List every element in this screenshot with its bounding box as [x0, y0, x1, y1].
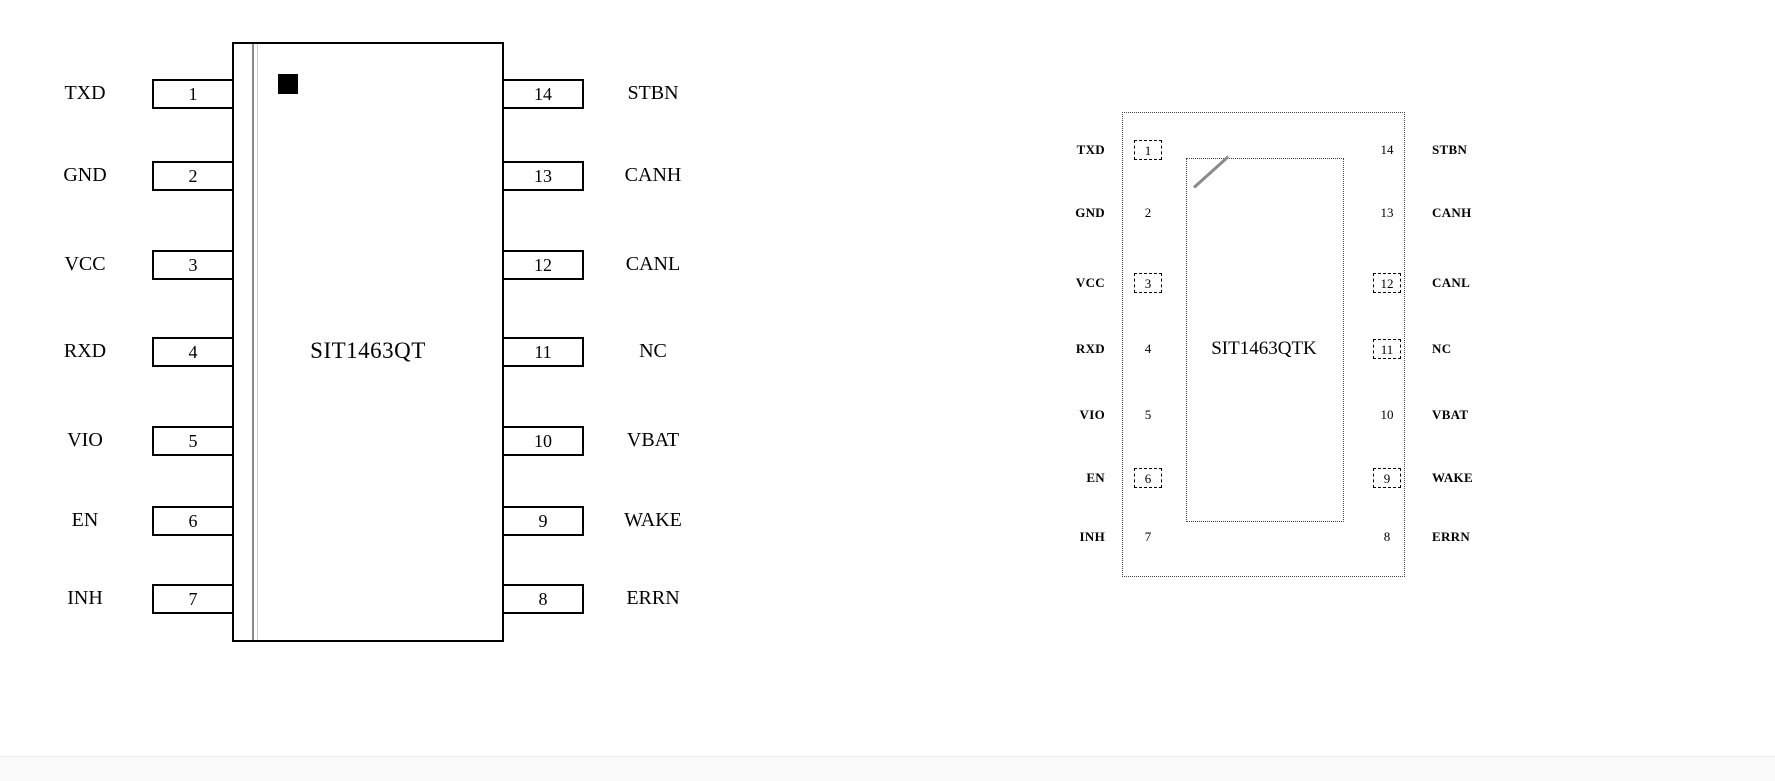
qtk-pin-2: 2: [1144, 205, 1152, 220]
pin-box-11: 11: [502, 337, 584, 367]
qtk-pin-label-rxd: RXD: [1075, 341, 1105, 356]
pin-label-nc: NC: [639, 340, 667, 362]
qtk-pin-1: 1: [1134, 140, 1162, 160]
pin-box-7: 7: [152, 584, 234, 614]
pin-label-vbat: VBAT: [626, 429, 680, 451]
pin-label-en: EN: [71, 509, 99, 531]
qtk-pin-label-vcc: VCC: [1075, 275, 1105, 290]
qtk-pin-label-vbat: VBAT: [1432, 407, 1469, 422]
pin-label-gnd: GND: [63, 164, 107, 186]
pin-box-1: 1: [152, 79, 234, 109]
sit1463qt-package-body: SIT1463QT: [232, 42, 504, 642]
pin-label-stbn: STBN: [627, 82, 679, 104]
qtk-pin-4: 4: [1144, 341, 1152, 356]
pin-label-txd: TXD: [64, 82, 106, 104]
qtk-pin-label-vio: VIO: [1079, 407, 1105, 422]
pin-box-10: 10: [502, 426, 584, 456]
qtk-pin-3: 3: [1134, 273, 1162, 293]
pin-box-2: 2: [152, 161, 234, 191]
qtk-pin-label-canl: CANL: [1432, 275, 1471, 290]
sit1463qtk-exposed-pad: [1186, 158, 1344, 522]
qtk-pin-9: 9: [1373, 468, 1401, 488]
pin-box-13: 13: [502, 161, 584, 191]
qtk-pin-label-txd: TXD: [1076, 142, 1105, 157]
pin-label-inh: INH: [67, 587, 103, 609]
pin-box-9: 9: [502, 506, 584, 536]
pin-box-5: 5: [152, 426, 234, 456]
pin-label-vcc: VCC: [64, 253, 106, 275]
pin-box-14: 14: [502, 79, 584, 109]
pin-box-8: 8: [502, 584, 584, 614]
footer-strip: [0, 756, 1775, 781]
qtk-pin-10: 10: [1380, 407, 1394, 422]
qtk-pin-label-nc: NC: [1432, 341, 1452, 356]
pin1-marker: [278, 74, 298, 94]
sit1463qtk-title: SIT1463QTK: [1211, 338, 1317, 359]
qtk-pin-12: 12: [1373, 273, 1401, 293]
pin-box-3: 3: [152, 250, 234, 280]
pin-label-canh: CANH: [624, 164, 682, 186]
pin-label-rxd: RXD: [63, 340, 107, 362]
pin-label-canl: CANL: [625, 253, 681, 275]
pin-label-vio: VIO: [67, 429, 103, 451]
qtk-pin-13: 13: [1380, 205, 1394, 220]
qtk-pin-label-gnd: GND: [1075, 205, 1105, 220]
qtk-pin-label-canh: CANH: [1432, 205, 1472, 220]
qtk-pin-label-wake: WAKE: [1432, 470, 1473, 485]
pin-box-12: 12: [502, 250, 584, 280]
sit1463qt-title: SIT1463QT: [310, 338, 426, 363]
qtk-pin-label-inh: INH: [1079, 529, 1105, 544]
qtk-pin-label-en: EN: [1086, 470, 1105, 485]
qtk-pin-5: 5: [1144, 407, 1152, 422]
qtk-pin-14: 14: [1380, 142, 1394, 157]
package-left-edge-line: [252, 44, 258, 640]
pin-box-4: 4: [152, 337, 234, 367]
qtk-pin-8: 8: [1383, 529, 1391, 544]
qtk-pin-6: 6: [1134, 468, 1162, 488]
pin-label-errn: ERRN: [626, 587, 680, 609]
pin-label-wake: WAKE: [624, 509, 682, 531]
pin-box-6: 6: [152, 506, 234, 536]
qtk-pin-label-errn: ERRN: [1432, 529, 1471, 544]
sit1463qtk-package-outline: [1122, 112, 1405, 577]
qtk-pin-11: 11: [1373, 339, 1401, 359]
qtk-pin-7: 7: [1144, 529, 1152, 544]
qtk-pin-label-stbn: STBN: [1432, 142, 1468, 157]
